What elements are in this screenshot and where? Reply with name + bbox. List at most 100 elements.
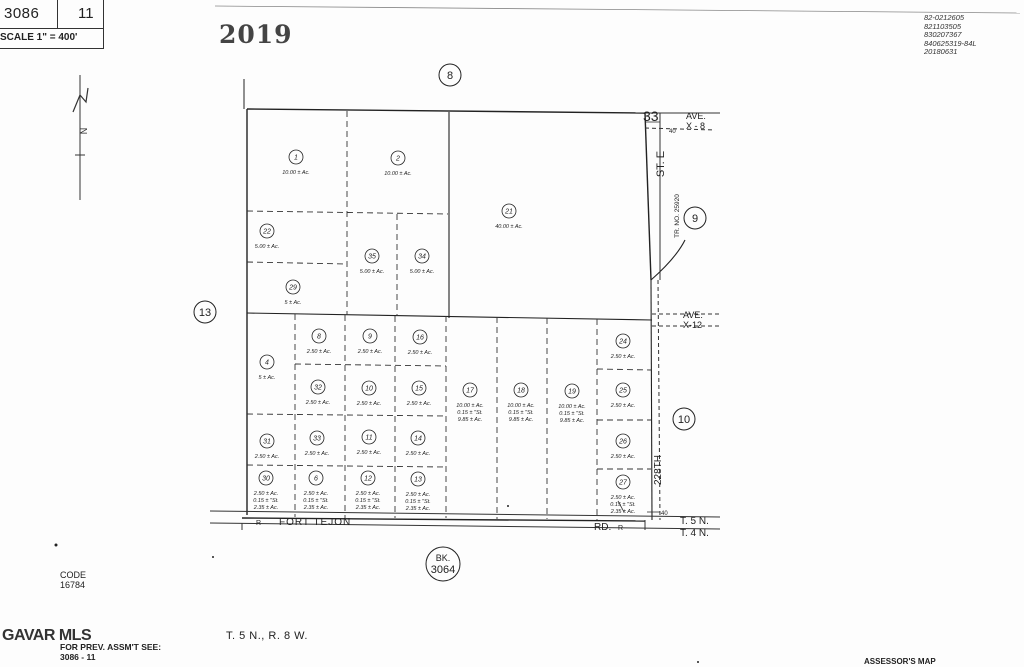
dimension-ticks <box>617 121 660 513</box>
parcel-acreage: 2.50 ± Ac. <box>254 454 280 460</box>
parcel-number-circle <box>364 248 380 264</box>
parcel-acreage: 2.50 ± Ac. <box>406 401 432 407</box>
parcel-number-circle <box>410 471 426 487</box>
parcel-number-circle <box>564 383 580 399</box>
parcel-number-circle <box>311 328 327 344</box>
parcel-22: 225.00 ± Ac. <box>255 223 279 250</box>
parcel-acreage: 0.15 ± "St. <box>508 410 533 416</box>
tract-number-label: TR. NO. 25920 <box>674 194 681 238</box>
parcel-number: 21 <box>504 209 513 216</box>
parcel-4: 45 ± Ac. <box>259 354 275 381</box>
parcel-number-circle <box>259 223 275 239</box>
parcel-acreage: 2.50 ± Ac. <box>357 349 383 355</box>
sheet-edge <box>214 5 1021 14</box>
ave-x8-label: X - 8 <box>686 121 705 131</box>
parcel-acreage: 2.50 ± Ac. <box>610 403 636 409</box>
parcel-number: 2 <box>395 156 400 163</box>
header-divider <box>57 0 58 28</box>
header-rule <box>0 28 103 29</box>
section-number-label: 8 <box>447 70 453 82</box>
parcel-acreage: 5 ± Ac. <box>285 300 302 306</box>
north-arrow-icon <box>72 75 89 200</box>
parcel-acreage: 5.00 ± Ac. <box>360 269 385 275</box>
parcel-25: 252.50 ± Ac. <box>610 382 636 409</box>
parcel-number: 11 <box>365 435 372 442</box>
parcel-number: 4 <box>265 360 269 367</box>
parcel-acreage: 9.85 ± Ac. <box>458 417 483 423</box>
road-lines <box>209 112 721 530</box>
parcel-number-circle <box>258 470 274 486</box>
parcel-number: 15 <box>415 386 423 393</box>
parcel-number-circle <box>362 328 378 344</box>
parcel-21: 21 40.00 ± Ac. <box>495 203 523 230</box>
parcel-lines <box>246 112 686 521</box>
book-reference: BK. 3064 <box>425 546 461 582</box>
parcel-number-circle <box>310 379 326 395</box>
code-value: 16784 <box>60 580 86 590</box>
parcel-acreage: 40.00 ± Ac. <box>495 224 523 230</box>
parcel-acreage: 0.15 ± "St. <box>405 499 430 505</box>
code-label: CODE <box>60 570 87 580</box>
parcel-number-circle <box>360 470 376 486</box>
parcel-acreage: 9.85 ± Ac. <box>560 418 585 424</box>
parcel-acreage: 10.00 ± Ac. <box>507 403 535 409</box>
parcel-acreage: 10.00 ± Ac. <box>456 403 484 409</box>
fort-tejon-road-label: FORT TEJON <box>279 517 351 528</box>
parcel-35: 35 5.00 ± Ac. <box>360 248 385 275</box>
corner-33-label: 33 <box>643 108 659 124</box>
parcel-number-circle <box>361 380 377 396</box>
map-year: 2019 <box>219 20 293 49</box>
parcel-number: 6 <box>314 476 318 483</box>
parcel-acreage: 2.50 ± Ac. <box>356 401 382 407</box>
parcel-acreage: 2.50 ± Ac. <box>356 450 382 456</box>
parcel-number: 35 <box>368 254 376 261</box>
assessor-map-label: ASSESSOR'S MAP <box>864 657 936 666</box>
parcel-11: 11 2.50 ± Ac. <box>356 429 382 456</box>
doc-number: 20180631 <box>924 47 958 56</box>
parcel-acreage: 2.50 ± Ac. <box>253 491 279 497</box>
parcel-34: 345.00 ± Ac. <box>410 248 434 275</box>
township-range: T. 5 N., R. 8 W. <box>226 630 308 642</box>
lot-lines <box>246 111 652 520</box>
doc-number: 840625319-84L <box>924 38 977 48</box>
parcel-number-circle <box>615 433 631 449</box>
parcel-acreage: 2.50 ± Ac. <box>610 454 636 460</box>
previous-assessment-note: FOR PREV. ASSM'T SEE: 3086 - 11 <box>60 642 161 662</box>
section-number-13: 13 <box>193 300 217 324</box>
parcel-acreage: 10.00 ± Ac. <box>384 171 412 177</box>
previous-assessment-label: FOR PREV. ASSM'T SEE: <box>60 642 162 652</box>
parcel-13: 132.50 ± Ac.0.15 ± "St.2.35 ± Ac. <box>405 471 431 512</box>
parcel-26: 26 2.50 ± Ac. <box>610 433 636 460</box>
dim-40-label: 40 <box>661 511 668 517</box>
parcel-number: 13 <box>414 477 422 484</box>
parcel-32: 322.50 ± Ac. <box>305 379 331 406</box>
parcel-number-circle <box>615 382 631 398</box>
parcel-number: 10 <box>365 386 373 393</box>
parcel-acreage: 0.15 ± "St. <box>253 498 278 504</box>
parcel-number: 19 <box>568 389 576 396</box>
parcel-number-circle <box>361 429 377 445</box>
dim-40-label: 40 <box>669 129 676 135</box>
parcel-2: 2 10.00 ± Ac. <box>384 150 412 177</box>
parcel-acreage: 2.50 ± Ac. <box>305 400 331 406</box>
map-scale: SCALE 1" = 400' <box>0 32 78 43</box>
section-number-10: 10 <box>672 407 696 431</box>
parcel-acreage: 2.35 ± Ac. <box>610 509 636 515</box>
map-header-box: 3086 11 SCALE 1" = 400' <box>0 0 104 49</box>
parcel-number: 26 <box>618 439 627 446</box>
township-t5n-label: T. 5 N. <box>680 516 709 527</box>
parcel-acreage: 2.50 ± Ac. <box>610 495 636 501</box>
parcel-number: 16 <box>416 335 424 342</box>
section-number-label: 10 <box>678 414 690 426</box>
parcel-number-circle <box>411 380 427 396</box>
parcel-29: 295 ± Ac. <box>285 279 302 306</box>
parcel-number: 34 <box>418 254 426 261</box>
parcel-number-circle <box>285 279 301 295</box>
parcel-9: 92.50 ± Ac. <box>357 328 383 355</box>
parcel-acreage: 2.50 ± Ac. <box>303 491 329 497</box>
book-reference-label: BK. <box>436 553 451 563</box>
parcel-acreage: 10.00 ± Ac. <box>282 170 310 176</box>
parcel-acreage: 2.35 ± Ac. <box>405 506 431 512</box>
code-block: CODE 16784 <box>60 570 86 590</box>
